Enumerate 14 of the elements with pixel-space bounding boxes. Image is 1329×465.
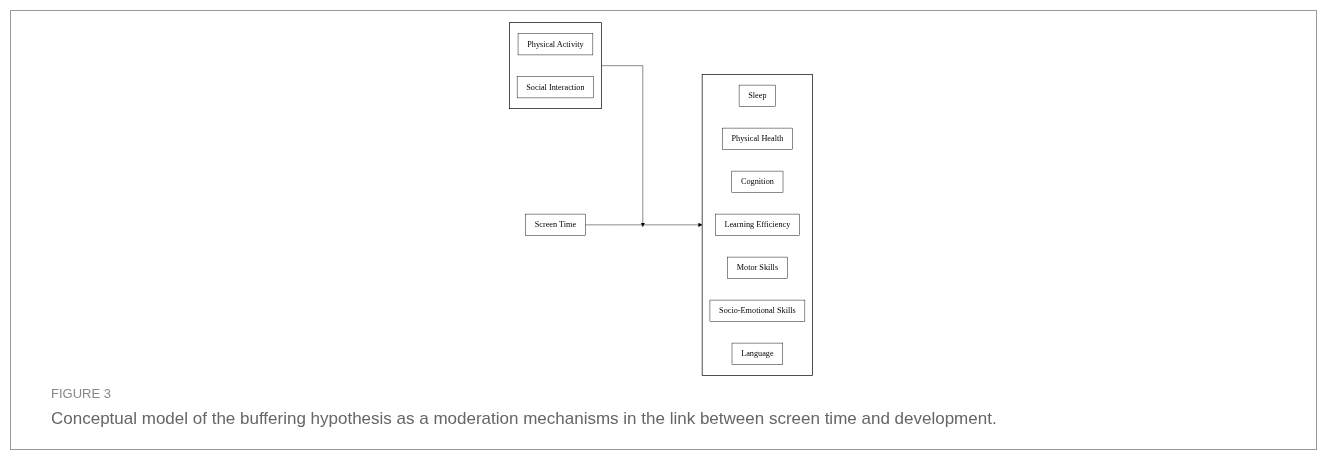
node-box: Physical Activity bbox=[517, 33, 594, 56]
node-box: Socio-Emotional Skills bbox=[709, 299, 806, 322]
node-box: Social Interaction bbox=[516, 76, 594, 99]
cluster bbox=[509, 22, 602, 109]
node-box: Sleep bbox=[738, 84, 776, 107]
figure-label: FIGURE 3 bbox=[51, 386, 111, 401]
node-box: Language bbox=[731, 342, 783, 365]
node-box: Physical Health bbox=[722, 127, 793, 150]
node-box: Motor Skills bbox=[727, 256, 788, 279]
figure-caption: Conceptual model of the buffering hypothesis as a moderation mechanisms in the link between screen time and development. bbox=[51, 409, 997, 429]
cluster bbox=[701, 74, 813, 376]
node-box: Cognition bbox=[731, 170, 784, 193]
node-box: Screen Time bbox=[525, 213, 586, 236]
node-box: Learning Efficiency bbox=[715, 213, 800, 236]
